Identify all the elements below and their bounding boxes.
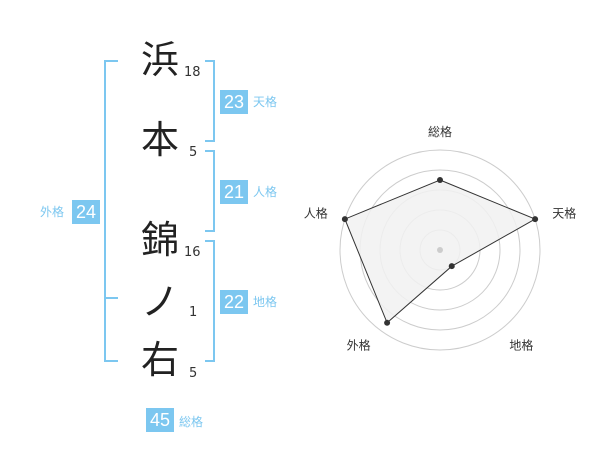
name-char-1: 浜 (140, 38, 179, 82)
radar-axis-label: 人格 (304, 206, 328, 221)
radar-points (341, 177, 539, 326)
chikaku-label: 地格 (253, 295, 278, 309)
gaikaku-value: 24 (72, 200, 100, 224)
name-char-2: 本 (140, 118, 179, 162)
jinkaku-label: 人格 (253, 185, 278, 199)
stroke-count-1: 18 (184, 65, 201, 80)
radar-center-dot (437, 247, 443, 253)
radar-point (384, 319, 391, 326)
radar-point (341, 216, 348, 223)
soukaku-value: 45 (146, 408, 174, 432)
stroke-count-3: 16 (184, 245, 201, 260)
radar-axis-label: 地格 (509, 337, 533, 352)
gaikaku-bracket-tick (106, 297, 118, 299)
name-char-4: ノ (140, 280, 179, 324)
gaikaku-label: 外格 (40, 205, 65, 219)
gaikaku-bracket (104, 60, 118, 362)
name-char-3: 錦 (140, 218, 179, 262)
tenkaku-value: 23 (220, 90, 248, 114)
jinkaku-value: 21 (220, 180, 248, 204)
name-char-5: 右 (140, 338, 179, 382)
radar-axis-label: 総格 (428, 124, 452, 139)
chikaku-value: 22 (220, 290, 248, 314)
radar-ring (339, 149, 541, 351)
soukaku-label: 総格 (179, 415, 204, 429)
stroke-count-5: 5 (189, 366, 198, 381)
radar-axis-label: 天格 (552, 206, 576, 221)
radar-point (532, 216, 539, 223)
radar-axis-label: 外格 (347, 337, 371, 352)
jinkaku-bracket (205, 150, 215, 232)
radar-point (448, 263, 455, 270)
chikaku-bracket (205, 240, 215, 362)
tenkaku-label: 天格 (253, 95, 278, 109)
tenkaku-bracket (205, 60, 215, 142)
stroke-count-4: 1 (189, 305, 198, 320)
stroke-count-2: 5 (189, 145, 198, 160)
radar-point (437, 177, 443, 183)
